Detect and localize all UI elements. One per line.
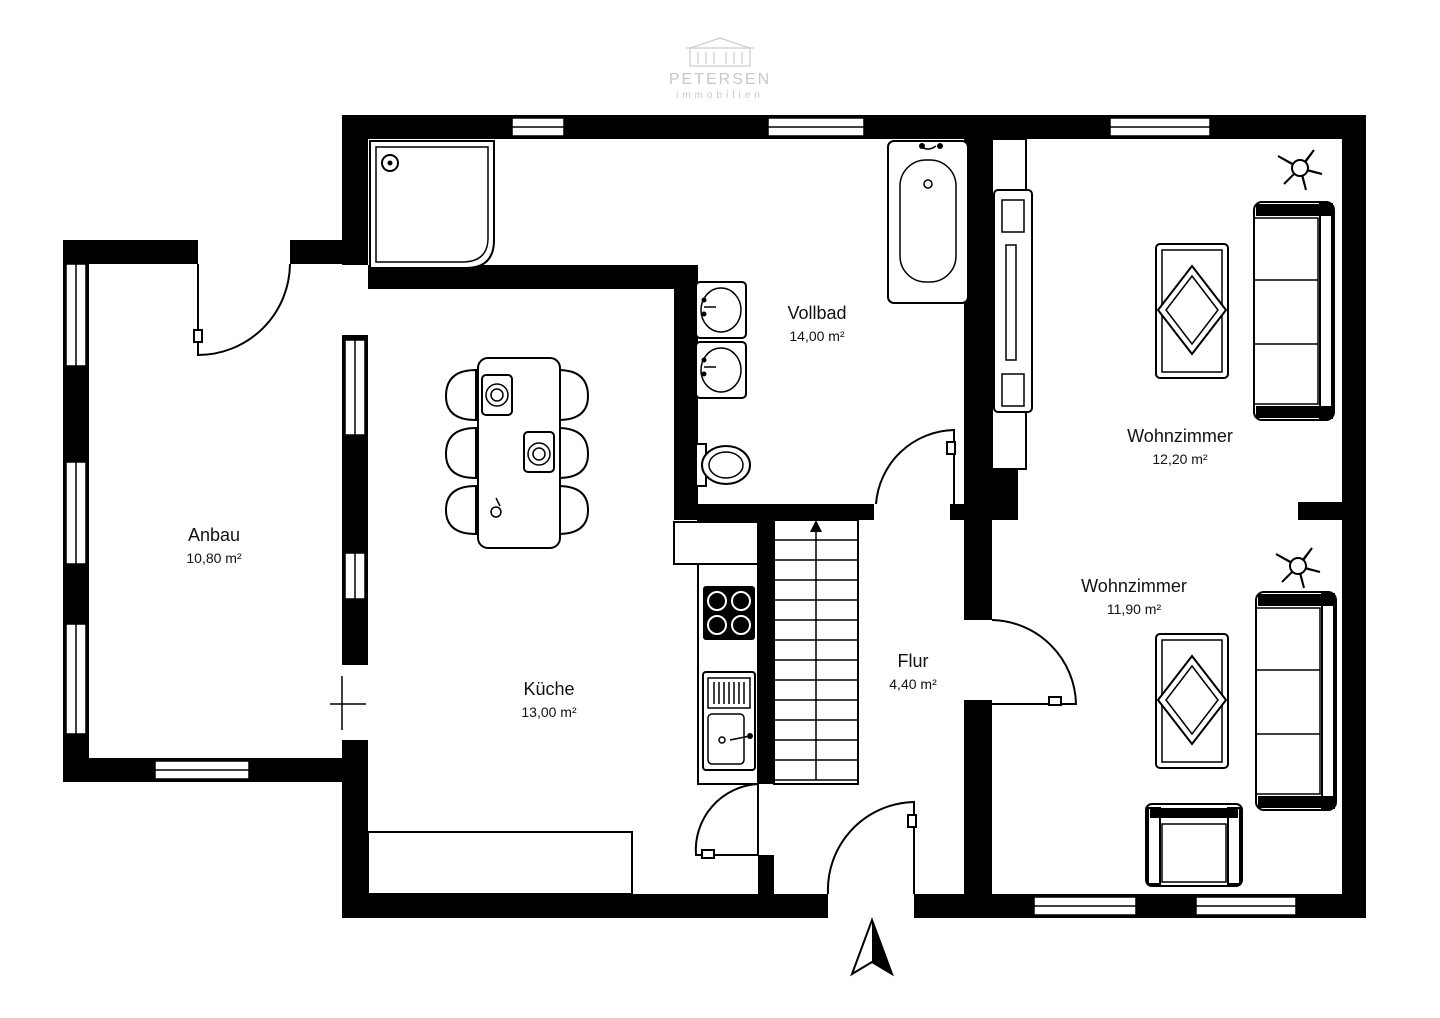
company-logo: PETERSEN immobilien	[669, 37, 771, 101]
cup-icon	[490, 497, 502, 518]
logo-tagline: immobilien	[676, 90, 764, 101]
coffee-table	[1155, 633, 1229, 769]
room-label-flur: Flur 4,40 m²	[889, 651, 937, 692]
sink-icon	[702, 671, 756, 771]
room-name: Wohnzimmer	[1081, 576, 1187, 596]
room-area: 12,20 m²	[1152, 451, 1208, 467]
house-logo-icon	[686, 37, 754, 67]
dining-chairs	[444, 368, 590, 536]
sofa	[1255, 591, 1337, 811]
plate-icon	[481, 374, 513, 416]
walls	[63, 115, 1366, 918]
sink-icon	[695, 281, 747, 339]
shower-icon	[369, 140, 495, 269]
room-label-anbau: Anbau 10,80 m²	[186, 525, 242, 566]
toilet-icon	[695, 443, 751, 487]
room-label-wohnzimmer-1: Wohnzimmer 12,20 m²	[1127, 426, 1233, 467]
doors	[193, 263, 1078, 895]
stair-arrow-icon	[810, 520, 822, 532]
room-area: 14,00 m²	[789, 328, 845, 344]
coffee-table	[1155, 243, 1229, 379]
kitchen-sideboard	[367, 831, 633, 895]
plant-icon	[1277, 149, 1323, 191]
room-name: Anbau	[188, 525, 240, 545]
room-label-vollbad: Vollbad 14,00 m²	[787, 303, 846, 344]
room-area: 4,40 m²	[889, 676, 937, 692]
north-arrow-icon	[850, 917, 894, 977]
room-label-kueche: Küche 13,00 m²	[521, 679, 577, 720]
room-name: Vollbad	[787, 303, 846, 323]
armchair	[1145, 803, 1243, 887]
room-area: 11,90 m²	[1107, 601, 1162, 617]
room-area: 13,00 m²	[521, 704, 577, 720]
sink-icon	[695, 341, 747, 399]
living-room-2-fixtures	[1145, 547, 1337, 887]
kitchen-shelf	[673, 521, 759, 565]
plate-icon	[523, 431, 555, 473]
room-name: Flur	[898, 651, 929, 671]
stove-icon	[703, 586, 755, 640]
stairs	[773, 519, 859, 785]
tv-sideboard	[991, 138, 1033, 470]
room-name: Küche	[523, 679, 574, 699]
kitchen-fixtures	[367, 357, 759, 895]
logo-name: PETERSEN	[669, 71, 771, 88]
bathroom-fixtures	[369, 140, 969, 487]
windows	[65, 117, 1297, 916]
living-room-1-fixtures	[991, 138, 1335, 470]
room-label-wohnzimmer-2: Wohnzimmer 11,90 m²	[1081, 576, 1187, 617]
sofa	[1253, 201, 1335, 421]
plant-icon	[1275, 547, 1321, 589]
bathtub-icon	[887, 140, 969, 304]
room-name: Wohnzimmer	[1127, 426, 1233, 446]
room-area: 10,80 m²	[186, 550, 242, 566]
